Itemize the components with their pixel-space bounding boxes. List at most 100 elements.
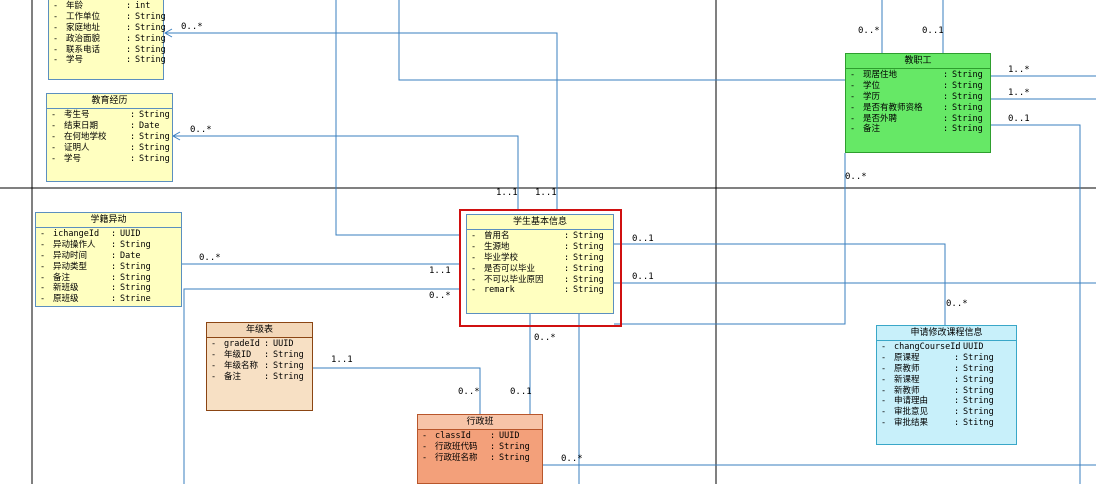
attribute-type: Strine [120,294,151,305]
type-separator: : [126,55,132,66]
class-student-basic-info[interactable]: 学生基本信息 -曾用名:String-生源地:String-毕业学校:Strin… [466,214,614,314]
attribute-row: -审批意见:String [881,407,1016,418]
class-title: 学生基本信息 [467,215,613,230]
attribute-type: UUID [499,431,520,441]
type-separator: : [954,407,960,418]
attribute-row: -异动时间:Date [40,251,181,262]
attribute-type: Date [120,250,141,261]
class-status-change[interactable]: 学籍异动 -ichangeId:UUID-异动操作人:String-异动时间:D… [35,212,182,307]
assoc-staff-student [614,153,846,325]
visibility-marker: - [40,229,46,239]
visibility-marker: - [40,250,46,261]
type-separator: : [490,431,496,441]
attribute-type: String [135,33,166,44]
attribute-row: -新班级:String [40,283,181,294]
attribute-name: 备注 [53,272,71,283]
class-grade-table[interactable]: 年级表 -gradeId:UUID-年级ID:String-年级名称:Strin… [206,322,313,411]
type-separator: : [954,352,960,363]
attribute-name: gradeId [224,339,260,349]
type-separator: : [490,452,496,463]
attribute-row: -工作单位:String [53,12,166,23]
class-staff[interactable]: 教职工 -现居住地:String-学位:String-学历:String-是否有… [845,53,991,153]
attribute-type: UUID [963,342,984,352]
attribute-type: String [120,239,151,250]
attribute-type: Stitng [963,418,994,429]
attribute-row: -ichangeId:UUID [40,229,181,240]
type-separator: : [954,363,960,374]
attribute-row: -原班级:Strine [40,294,181,305]
attribute-type: String [135,22,166,33]
attribute-row: -学历:String [850,92,990,103]
visibility-marker: - [881,363,887,374]
type-separator: : [564,231,570,241]
attribute-name: 学历 [863,91,881,102]
attribute-row: -异动类型:String [40,262,181,273]
mult-label: 0..* [429,291,451,301]
attribute-row: -changCourseId:UUID [881,342,1016,353]
visibility-marker: - [40,261,46,272]
type-separator: : [111,229,117,239]
attribute-row: -毕业学校:String [471,253,613,264]
type-separator: : [111,272,117,283]
assoc-bottom-student [183,288,461,484]
attribute-row: -备注:String [40,273,181,284]
attribute-row: -家庭地址:String [53,22,166,34]
attribute-name: 行政班名称 [435,452,478,463]
type-separator: : [954,385,960,396]
assoc-person-student [165,32,558,211]
type-separator: : [111,283,117,294]
class-course-change-application[interactable]: 申请修改课程信息 -changCourseId:UUID-原课程:String-… [876,325,1017,445]
class-person[interactable]: -年龄:int-工作单位:String-家庭地址:String-政治面貌:Str… [48,0,166,80]
mult-label: 0..* [199,253,221,263]
type-separator: : [264,339,270,349]
visibility-marker: - [471,274,477,285]
visibility-marker: - [850,70,856,80]
class-administrative-class[interactable]: 行政班 -classId:UUID-行政班代码:String-行政班名称:Str… [417,414,543,484]
attribute-row: -结束日期:Date [51,121,172,132]
visibility-marker: - [51,110,57,120]
attribute-name: 曾用名 [484,231,510,241]
attribute-type: Date [139,120,160,131]
attribute-type: String [963,396,994,407]
attribute-name: 异动时间 [53,250,88,261]
attribute-name: 是否可以毕业 [484,263,536,274]
attribute-name: 在何地学校 [64,131,107,142]
type-separator: : [564,252,570,263]
attribute-type: String [573,263,604,274]
assoc-staff-left [398,0,845,81]
type-separator: : [126,22,132,33]
type-separator: : [130,142,136,153]
attribute-row: -新教师:String [881,386,1016,397]
attribute-type: String [273,371,304,382]
attribute-name: 证明人 [64,142,90,153]
visibility-marker: - [40,283,46,294]
visibility-marker: - [51,131,57,142]
attribute-name: 是否外聘 [863,113,898,124]
attribute-name: 学号 [66,55,84,66]
type-separator: : [943,80,949,91]
attribute-name: 异动类型 [53,261,88,272]
mult-label: 1..* [1008,65,1030,75]
type-separator: : [954,418,960,429]
attribute-row: -gradeId:UUID [211,339,312,350]
attribute-row: -学号:String [53,55,166,66]
visibility-marker: - [881,418,887,429]
attribute-type: String [963,407,994,418]
attribute-row: -classId:UUID [422,431,542,442]
visibility-marker: - [850,124,856,135]
visibility-marker: - [850,113,856,124]
attribute-name: 原课程 [894,352,920,363]
visibility-marker: - [471,252,477,263]
visibility-marker: - [211,349,217,360]
attribute-row: -申请理由:String [881,396,1016,407]
attribute-list: -gradeId:UUID-年级ID:String-年级名称:String-备注… [207,338,312,383]
attribute-row: -是否外聘:String [850,114,990,125]
attribute-type: String [952,91,983,102]
type-separator: : [954,374,960,385]
attribute-name: 新教师 [894,385,920,396]
attribute-type: String [139,153,170,164]
visibility-marker: - [51,142,57,153]
class-education-history[interactable]: 教育经历 -考生号:String-结束日期:Date-在何地学校:String-… [46,93,173,182]
attribute-name: 学号 [64,153,82,164]
attribute-type: String [952,124,983,135]
